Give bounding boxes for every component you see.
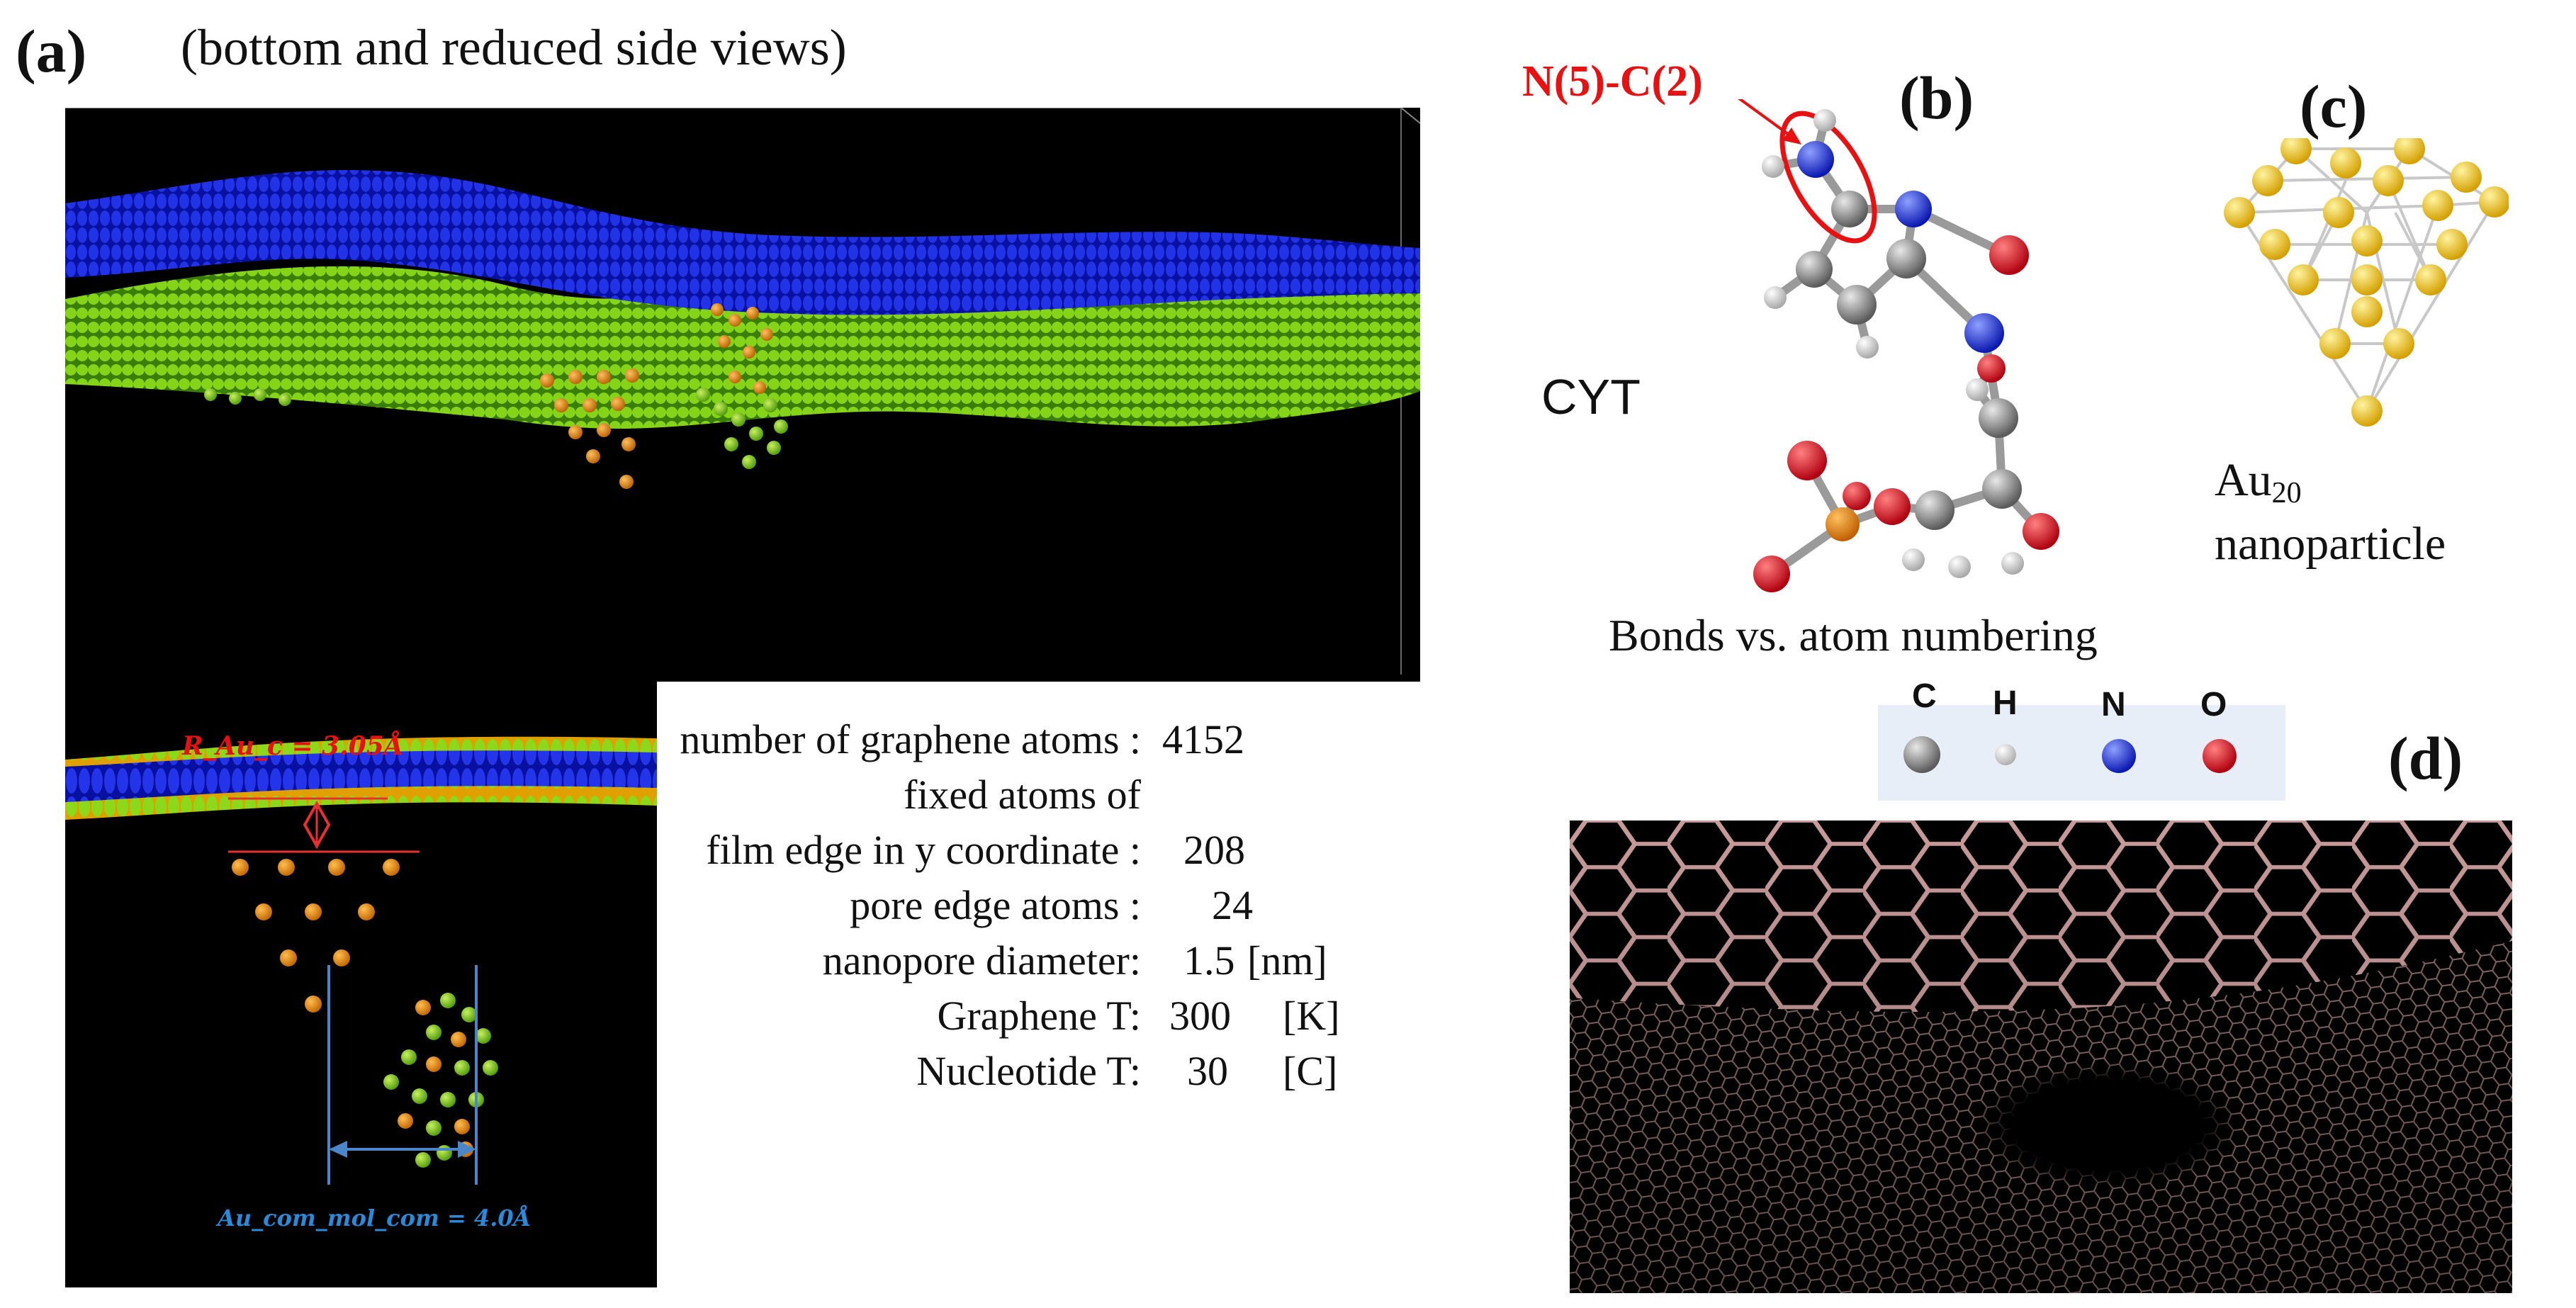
distance-marker (303, 800, 331, 850)
param-value: 208 (1183, 827, 1245, 873)
param-unit: [K] (1283, 993, 1340, 1039)
param-label: fixed atoms of (903, 772, 1141, 818)
cytidine-molecule (1738, 99, 2059, 592)
graphene-mesh-render (1570, 821, 2512, 1293)
side-nitrogen-layer (65, 750, 657, 802)
gold-atoms (540, 303, 773, 489)
param-value: 300 (1169, 993, 1231, 1039)
bonds-caption: Bonds vs. atom numbering (1609, 610, 2098, 660)
box-edge (65, 107, 1421, 124)
au-com-mol-com-label: Au_com_mol_com = 4.0Å (218, 1205, 531, 1231)
atom-legend: C H N O (1878, 677, 2285, 801)
loose-carbon-atoms (204, 388, 788, 469)
side-view-panel: R_Au_c = 3.05Å Au_com_mol_com = 4.0Å (65, 682, 657, 1287)
bond-label: N(5)-C(2) (1522, 57, 1703, 106)
au20-label-line2: nanoparticle (2215, 518, 2446, 570)
param-value: 24 (1212, 882, 1253, 928)
au-label-sub: 20 (2271, 477, 2302, 509)
au-label-base: Au (2215, 454, 2272, 506)
nitrogen-layer (65, 170, 1420, 315)
side-view-render (65, 736, 657, 1185)
au20-nanoparticle-structure (2224, 138, 2509, 427)
legend-letter-o: O (2200, 686, 2227, 723)
bottom-view-render (65, 107, 1421, 675)
panel-a-caption: (bottom and reduced side views) (181, 19, 847, 76)
panel-label-c: (c) (2300, 72, 2368, 140)
parameters-table: number of graphene atoms : 4152 fixed at… (673, 716, 1488, 1112)
param-unit: [nm] (1247, 937, 1327, 983)
param-label: pore edge atoms : (850, 882, 1141, 928)
au-atoms (2224, 138, 2509, 427)
legend-swatches (1903, 736, 2237, 773)
au20-label: Au20 (2215, 453, 2302, 510)
param-value: 1.5 (1183, 937, 1235, 983)
legend-letter-h: H (1993, 684, 2018, 722)
param-value: 30 (1187, 1048, 1228, 1094)
param-unit: [C] (1283, 1048, 1338, 1094)
nucleotide-cluster (383, 993, 498, 1168)
graphene-nanopore-view (1570, 821, 2512, 1293)
param-value: 4152 (1162, 716, 1244, 762)
panel-label-d: (d) (2388, 724, 2463, 792)
param-label: Graphene T: (937, 993, 1141, 1039)
param-label: film edge in y coordinate : (706, 827, 1141, 873)
param-label: nanopore diameter: (822, 937, 1141, 983)
atoms (1753, 109, 2059, 592)
molecule-name: CYT (1541, 369, 1641, 424)
legend-letter-n: N (2101, 686, 2126, 723)
param-label: Nucleotide T: (916, 1048, 1141, 1094)
panel-label-a: (a) (16, 17, 87, 85)
param-label: number of graphene atoms : (680, 716, 1141, 762)
r-au-c-label: R_Au_c = 3.05Å (182, 731, 404, 761)
legend-letter-c: C (1912, 677, 1937, 715)
panel-label-b: (b) (1899, 64, 1974, 132)
side-gold-atoms (232, 859, 400, 1013)
bond-highlight-ellipse (1779, 111, 1877, 244)
bottom-view-panel (65, 107, 1421, 682)
